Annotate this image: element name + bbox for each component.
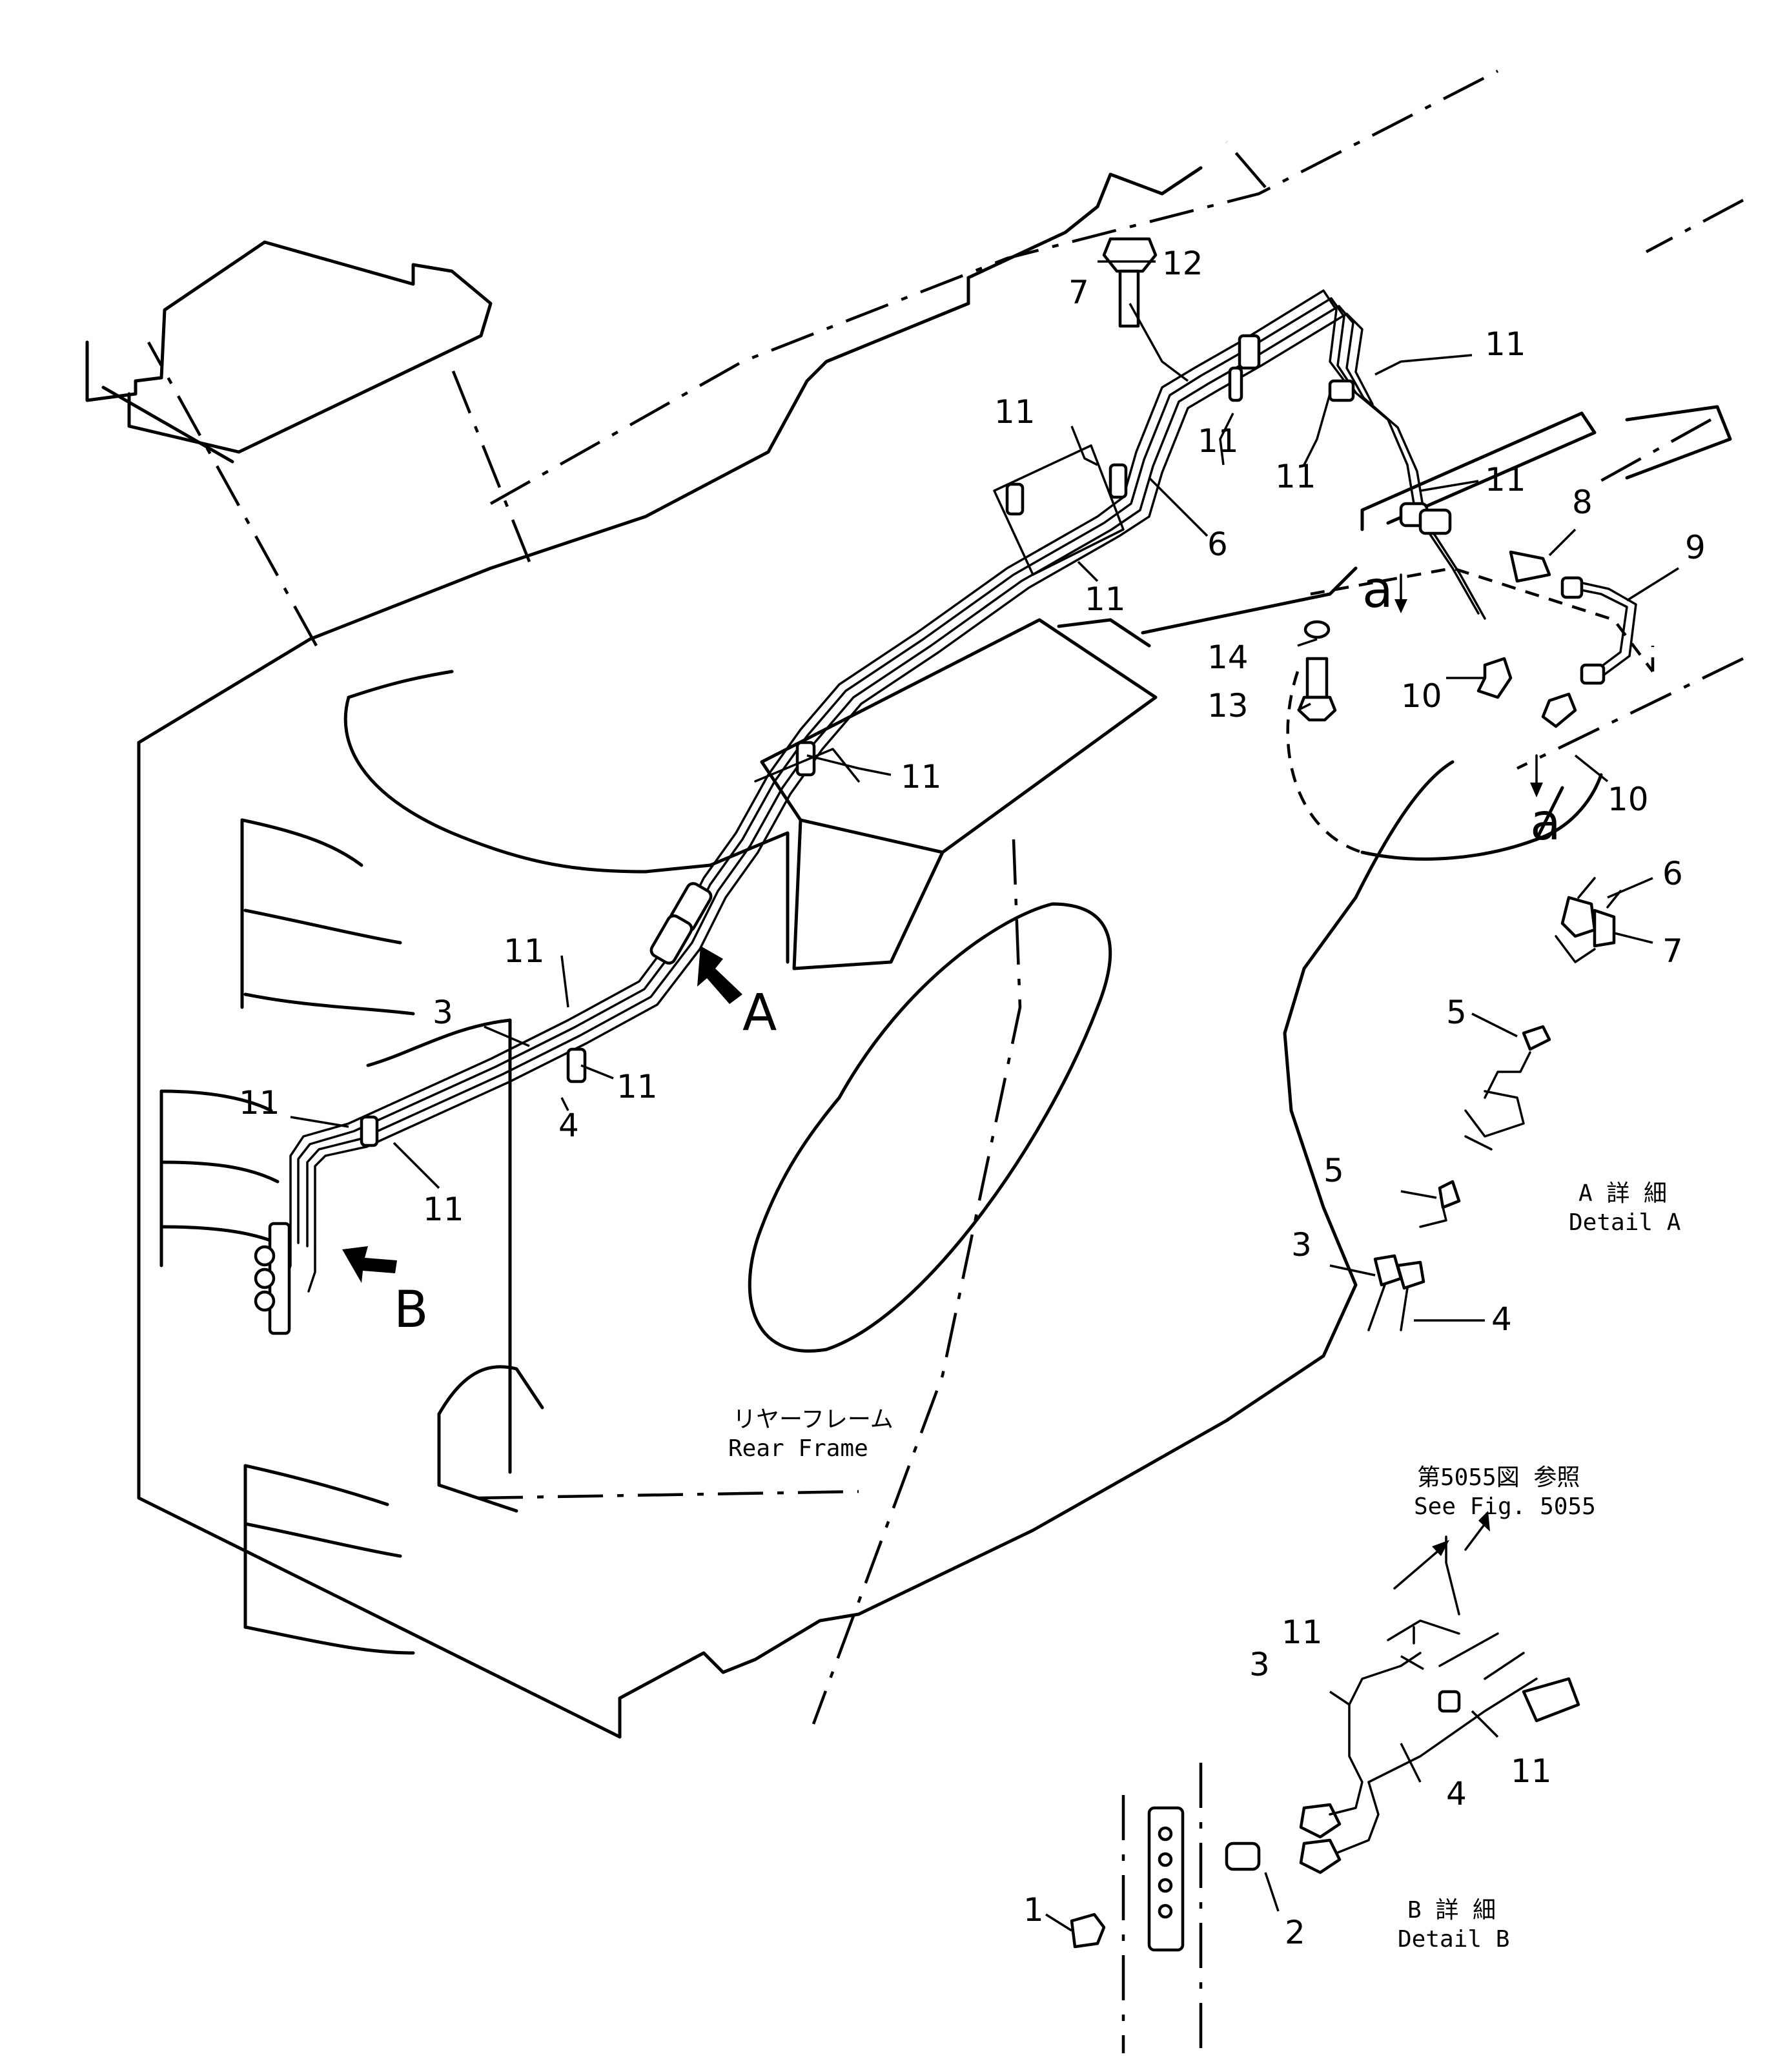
callout-11-e: 11 (1485, 325, 1526, 363)
callout-11-m: 11 (1511, 1752, 1552, 1790)
view-marker-a: A (742, 984, 777, 1042)
callout-1: 1 (1023, 1891, 1044, 1929)
see-fig-label-en: See Fig. 5055 (1414, 1493, 1596, 1520)
callout-2: 2 (1285, 1914, 1305, 1951)
detail-a (1367, 877, 1622, 1331)
detail-b-label-jp: B 詳 細 (1407, 1897, 1496, 1923)
callout-11-g: 11 (901, 758, 942, 795)
callout-3-main: 3 (433, 994, 453, 1031)
callout-11-i: 11 (617, 1068, 658, 1105)
callout-11-b: 11 (1085, 580, 1126, 618)
rear-frame-label-en: Rear Frame (728, 1435, 868, 1462)
callout-8: 8 (1572, 484, 1593, 521)
view-markers: A B a a (394, 561, 1561, 1339)
leader-lines (290, 260, 1679, 1932)
callout-13: 13 (1207, 687, 1249, 724)
detail-b-label-en: Detail B (1398, 1926, 1509, 1953)
callout-12: 12 (1162, 245, 1203, 282)
see-fig-label-jp: 第5055図 参照 (1417, 1464, 1580, 1491)
detail-b (1070, 1511, 1580, 1952)
callout-10-right: 10 (1608, 781, 1649, 818)
callout-4-main: 4 (558, 1107, 579, 1144)
detail-a-label-jp: A 詳 細 (1578, 1180, 1667, 1207)
callout-3-detail-b: 3 (1249, 1646, 1270, 1683)
callout-numbers: 1 2 3 3 3 4 4 4 5 5 6 6 7 7 8 9 10 10 11… (239, 245, 1706, 1951)
callout-11-l: 11 (1282, 1614, 1323, 1651)
callout-5-upper: 5 (1446, 994, 1467, 1031)
callout-6-detail-a: 6 (1662, 855, 1683, 892)
text-labels: リヤーフレーム Rear Frame A 詳 細 Detail A B 詳 細 … (728, 1180, 1681, 1953)
callout-10-left: 10 (1401, 677, 1442, 715)
callout-9: 9 (1685, 529, 1706, 566)
callout-11-a: 11 (994, 393, 1036, 431)
section-marker-a-top: a (1362, 561, 1393, 619)
callout-7-detail-a: 7 (1662, 932, 1683, 970)
hidden-lines (1286, 566, 1655, 854)
callout-4-detail-b: 4 (1446, 1775, 1467, 1812)
callout-6-main: 6 (1207, 526, 1228, 563)
pipe-assembly (283, 289, 1486, 1293)
section-marker-a-bottom: a (1530, 794, 1561, 852)
callout-11-h: 11 (504, 932, 545, 970)
center-lines (147, 69, 1744, 2060)
callout-11-j: 11 (239, 1084, 280, 1122)
callout-11-f: 11 (1485, 461, 1526, 498)
detail-a-label-en: Detail A (1569, 1209, 1681, 1236)
callout-11-c: 11 (1198, 422, 1239, 460)
callout-11-k: 11 (423, 1191, 464, 1228)
rear-frame-label-jp: リヤーフレーム (733, 1406, 894, 1433)
rear-frame (85, 166, 1732, 1739)
fittings-main (254, 237, 1637, 1335)
callout-7-main: 7 (1068, 274, 1089, 311)
callout-3-detail-a: 3 (1291, 1226, 1312, 1264)
callout-14: 14 (1207, 639, 1249, 676)
callout-5-lower: 5 (1323, 1152, 1344, 1189)
view-marker-b: B (394, 1281, 429, 1339)
callout-4-detail-a: 4 (1491, 1300, 1512, 1338)
callout-11-d: 11 (1275, 458, 1316, 495)
